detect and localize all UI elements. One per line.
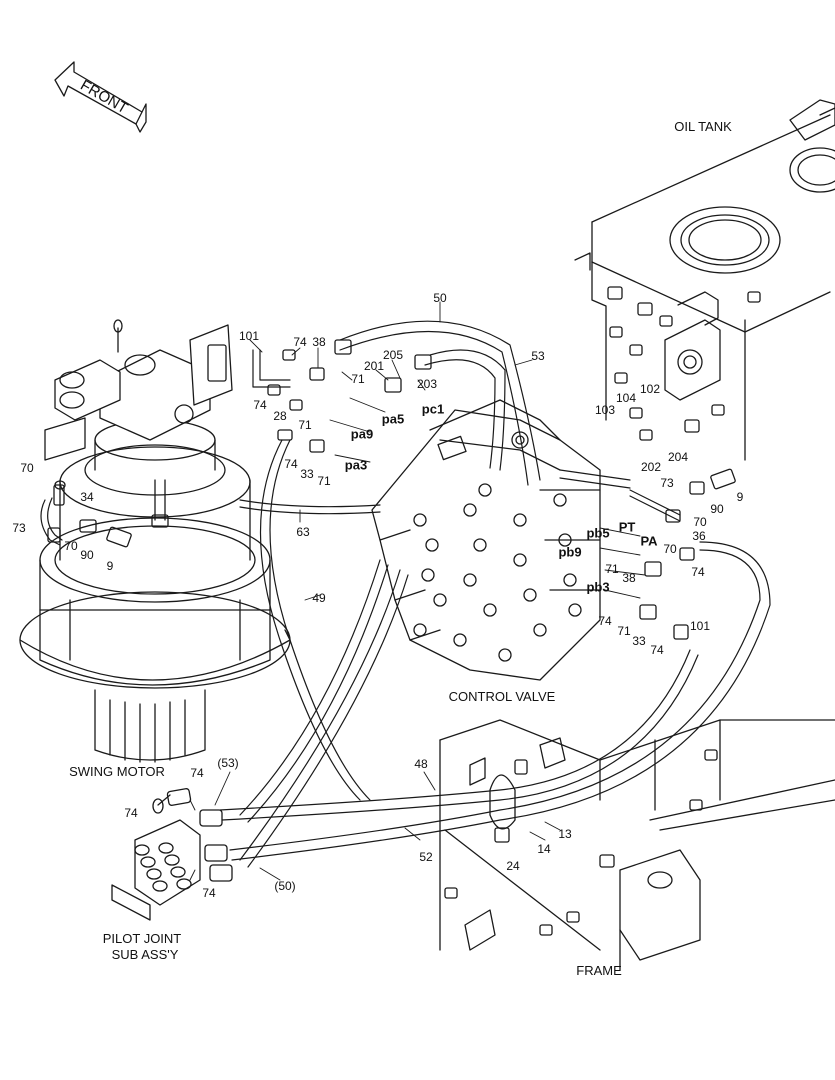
part-callout: 90: [80, 548, 94, 562]
part-callout: 74: [650, 643, 664, 657]
part-callout: 201: [363, 359, 385, 373]
part-callout: 38: [622, 571, 636, 585]
part-callout: 34: [80, 490, 94, 504]
part-callout: 71: [298, 418, 312, 432]
part-callout: 202: [640, 460, 662, 474]
hoses: [40, 320, 771, 868]
caption-oil-tank: OIL TANK: [674, 119, 732, 135]
caption-frame: FRAME: [576, 963, 622, 979]
part-callout: 48: [414, 757, 428, 771]
part-callout: 70: [693, 515, 707, 529]
part-callout: 63: [296, 525, 310, 539]
part-callout: 53: [531, 349, 545, 363]
part-callout: 74: [293, 335, 307, 349]
part-callout: 74: [284, 457, 298, 471]
part-callout: (50): [274, 879, 296, 893]
part-callout: 90: [710, 502, 724, 516]
port-label: pa9: [350, 426, 374, 442]
part-callout: 9: [736, 490, 744, 504]
part-callout: 74: [253, 398, 267, 412]
swing-motor: [19, 319, 291, 763]
part-callout: 74: [124, 806, 138, 820]
part-callout: 104: [615, 391, 637, 405]
part-callout: 71: [605, 562, 619, 576]
part-callout: 33: [300, 467, 314, 481]
part-callout: 205: [382, 348, 404, 362]
part-callout: 13: [558, 827, 572, 841]
front-arrow-icon: [54, 61, 147, 133]
part-callout: 203: [416, 377, 438, 391]
part-callout: 71: [617, 624, 631, 638]
part-callout: 74: [691, 565, 705, 579]
part-callout: 33: [632, 634, 646, 648]
caption-control-valve: CONTROL VALVE: [448, 689, 556, 705]
port-label: PA: [640, 533, 658, 549]
part-callout: (53): [217, 756, 239, 770]
part-callout: 9: [106, 559, 114, 573]
part-callout: 49: [312, 591, 326, 605]
port-label: pa5: [381, 411, 405, 427]
caption-swing-motor: SWING MOTOR: [69, 764, 165, 780]
part-callout: 74: [598, 614, 612, 628]
fittings: [47, 339, 736, 882]
caption-pilot-joint-line1: PILOT JOINT: [102, 931, 182, 947]
port-label: pa3: [344, 457, 368, 473]
port-label: PT: [618, 519, 636, 535]
part-callout: 70: [663, 542, 677, 556]
port-label: pc1: [421, 401, 445, 417]
port-label: pb9: [558, 544, 582, 560]
part-callout: 28: [273, 409, 287, 423]
part-callout: 24: [506, 859, 520, 873]
part-callout: 38: [312, 335, 326, 349]
oil-tank: [574, 99, 835, 461]
port-label: pb3: [586, 579, 610, 595]
part-callout: 71: [317, 474, 331, 488]
frame: [439, 719, 835, 971]
part-callout: 74: [190, 766, 204, 780]
part-callout: 36: [692, 529, 706, 543]
leader-lines: [189, 301, 646, 881]
part-callout: 101: [238, 329, 260, 343]
part-callout: 14: [537, 842, 551, 856]
part-callout: 50: [433, 291, 447, 305]
part-callout: 71: [351, 372, 365, 386]
pilot-joint: [111, 788, 201, 921]
part-callout: 101: [689, 619, 711, 633]
part-callout: 52: [419, 850, 433, 864]
caption-pilot-joint-line2: SUB ASS'Y: [111, 947, 179, 963]
part-callout: 102: [639, 382, 661, 396]
control-valve: [371, 399, 601, 681]
part-callout: 73: [12, 521, 26, 535]
part-callout: 204: [667, 450, 689, 464]
part-callout: 70: [64, 539, 78, 553]
port-label: pb5: [586, 525, 610, 541]
part-callout: 73: [660, 476, 674, 490]
part-callout: 74: [202, 886, 216, 900]
part-callout: 70: [20, 461, 34, 475]
part-callout: 103: [594, 403, 616, 417]
